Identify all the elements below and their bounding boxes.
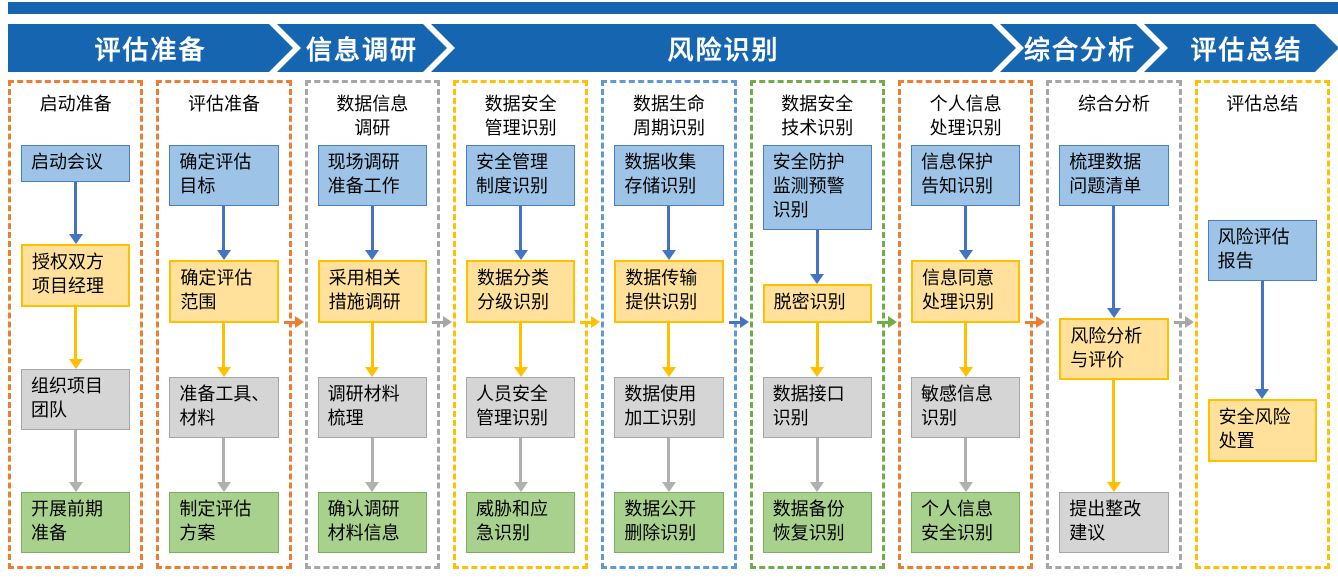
- phase-banner: 评估准备 信息调研 风险识别 综合分析 评估总结: [8, 24, 1338, 72]
- step-box: 启动会议: [21, 145, 131, 182]
- step-box: 梳理数据 问题清单: [1059, 145, 1169, 206]
- down-arrow-icon: [68, 181, 83, 245]
- step-box: 开展前期 准备: [21, 492, 131, 553]
- step-box: 数据备份 恢复识别: [762, 492, 872, 554]
- column-title: 评估准备: [187, 94, 260, 114]
- step-box: 信息保护 告知识别: [910, 145, 1021, 206]
- column-title: 评估总结: [1226, 94, 1299, 114]
- step-box: 采用相关 措施调研: [317, 260, 427, 323]
- down-arrow-icon: [958, 322, 973, 378]
- step-box: 制定评估 方案: [169, 492, 279, 554]
- phase-label: 综合分析: [1023, 34, 1136, 65]
- connector-arrow-icon: [1173, 315, 1196, 329]
- step-box: 现场调研 准备工作: [317, 145, 427, 206]
- down-arrow-icon: [810, 229, 825, 284]
- connector-arrow-icon: [728, 315, 751, 329]
- step-box: 数据分类 分级识别: [465, 260, 576, 323]
- down-arrow-icon: [68, 429, 83, 493]
- column-data-security-technology-identification: 数据安全 技术识别安全防护 监测预警 识别脱密识别数据接口 识别数据备份 恢复识…: [749, 80, 897, 569]
- down-arrow-icon: [661, 205, 676, 261]
- step-box: 风险分析 与评价: [1059, 317, 1169, 381]
- step-box: 调研材料 梳理: [317, 377, 427, 438]
- down-arrow-icon: [513, 322, 528, 378]
- step-box: 组织项目 团队: [21, 369, 131, 430]
- down-arrow-icon: [365, 437, 380, 493]
- step-box: 确定评估 目标: [169, 145, 279, 206]
- step-box: 安全风险 处置: [1207, 399, 1317, 463]
- step-box: 数据使用 加工识别: [614, 377, 724, 438]
- phase-label: 评估总结: [1190, 34, 1303, 65]
- down-arrow-icon: [216, 205, 231, 261]
- phase-segment-4: 综合分析: [1000, 24, 1160, 72]
- column-title: 数据安全 管理识别: [484, 94, 557, 138]
- column-data-lifecycle-identification: 数据生命 周期识别数据收集 存储识别数据传输 提供识别数据使用 加工识别数据公开…: [601, 80, 749, 569]
- column-title: 数据信息 调研: [336, 94, 409, 138]
- step-box: 确认调研 材料信息: [317, 492, 427, 554]
- column-title: 数据生命 周期识别: [632, 94, 705, 138]
- step-box: 信息同意 处理识别: [910, 260, 1021, 323]
- connector-arrow-icon: [431, 315, 454, 329]
- connector-arrow-icon: [283, 315, 306, 329]
- step-box: 确定评估 范围: [169, 260, 279, 323]
- down-arrow-icon: [958, 205, 973, 261]
- step-box: 数据接口 识别: [762, 377, 872, 438]
- column-assessment-summary: 评估总结风险评估 报告安全风险 处置: [1194, 80, 1330, 569]
- down-arrow-icon: [810, 437, 825, 493]
- down-arrow-icon: [661, 322, 676, 378]
- top-accent-bar: [8, 2, 1338, 14]
- column-startup-preparation: 启动准备启动会议授权双方 项目经理组织项目 团队开展前期 准备: [8, 80, 144, 569]
- down-arrow-icon: [1106, 380, 1121, 493]
- step-box: 威胁和应 急识别: [465, 492, 576, 554]
- step-box: 安全管理 制度识别: [465, 145, 576, 206]
- down-arrow-icon: [68, 306, 83, 370]
- column-data-security-management-identification: 数据安全 管理识别安全管理 制度识别数据分类 分级识别人员安全 管理识别威胁和应…: [452, 80, 601, 569]
- phase-segment-2: 信息调研: [277, 24, 447, 72]
- down-arrow-icon: [216, 437, 231, 493]
- down-arrow-icon: [365, 205, 380, 261]
- phase-segment-3: 风险识别: [431, 24, 1016, 72]
- step-box: 数据收集 存储识别: [614, 145, 724, 206]
- column-data-information-research: 数据信息 调研现场调研 准备工作采用相关 措施调研调研材料 梳理确认调研 材料信…: [304, 80, 452, 569]
- phase-segment-1: 评估准备: [8, 24, 293, 72]
- step-box: 提出整改 建议: [1059, 492, 1169, 553]
- column-personal-information-processing-identification: 个人信息 处理识别信息保护 告知识别信息同意 处理识别敏感信息 识别个人信息 安…: [897, 80, 1046, 569]
- phase-segment-5: 评估总结: [1144, 24, 1338, 72]
- down-arrow-icon: [513, 205, 528, 261]
- column-title: 启动准备: [39, 94, 112, 114]
- column-title: 综合分析: [1077, 94, 1150, 114]
- step-box: 脱密识别: [762, 283, 872, 323]
- connector-arrow-icon: [876, 315, 899, 329]
- phase-label: 信息调研: [305, 34, 418, 65]
- column-title: 个人信息 处理识别: [929, 94, 1002, 138]
- step-box: 敏感信息 识别: [910, 377, 1021, 438]
- connector-arrow-icon: [1025, 315, 1047, 329]
- step-box: 个人信息 安全识别: [910, 492, 1021, 554]
- down-arrow-icon: [365, 322, 380, 378]
- phase-label: 评估准备: [94, 34, 207, 65]
- column-comprehensive-analysis: 综合分析梳理数据 问题清单风险分析 与评价提出整改 建议: [1046, 80, 1194, 569]
- connector-arrow-icon: [580, 315, 602, 329]
- step-box: 安全防护 监测预警 识别: [762, 145, 872, 230]
- down-arrow-icon: [1255, 280, 1270, 400]
- column-title: 数据安全 技术识别: [781, 94, 854, 138]
- step-box: 授权双方 项目经理: [21, 244, 131, 307]
- swimlane-columns: 启动准备启动会议授权双方 项目经理组织项目 团队开展前期 准备评估准备确定评估 …: [8, 80, 1330, 569]
- down-arrow-icon: [513, 437, 528, 493]
- step-box: 人员安全 管理识别: [465, 377, 576, 438]
- down-arrow-icon: [661, 437, 676, 493]
- down-arrow-icon: [958, 437, 973, 493]
- down-arrow-icon: [1106, 205, 1121, 318]
- step-box: 数据传输 提供识别: [614, 260, 724, 323]
- step-box: 数据公开 删除识别: [614, 492, 724, 554]
- column-assessment-preparation: 评估准备确定评估 目标确定评估 范围准备工具、 材料制定评估 方案: [156, 80, 304, 569]
- step-box: 准备工具、 材料: [169, 377, 279, 438]
- down-arrow-icon: [216, 322, 231, 378]
- phase-label: 风险识别: [667, 34, 780, 65]
- down-arrow-icon: [810, 322, 825, 378]
- step-box: 风险评估 报告: [1207, 219, 1317, 281]
